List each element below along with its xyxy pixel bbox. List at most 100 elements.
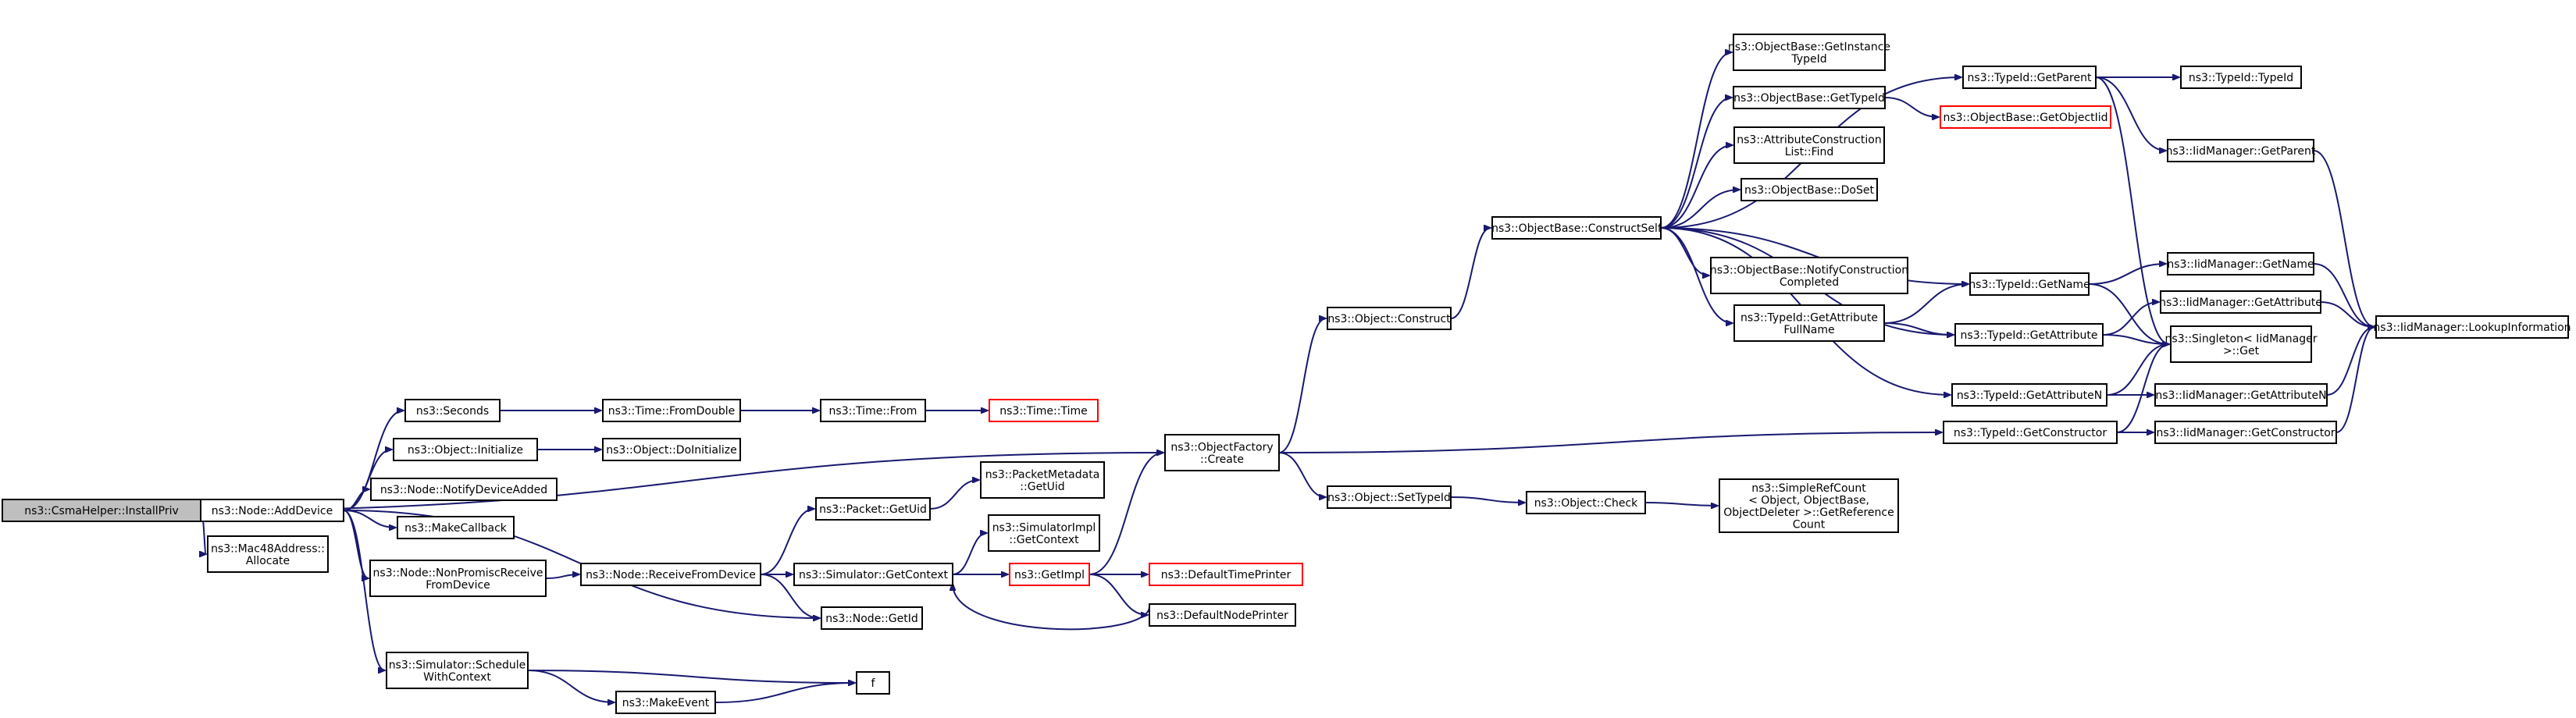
function-node-objconstruct[interactable]: ns3::Object::Construct	[1327, 307, 1452, 330]
function-node-install[interactable]: ns3::CsmaHelper::InstallPriv	[2, 499, 201, 522]
function-node-timefrom[interactable]: ns3::Time::From	[820, 399, 926, 422]
function-node-notifydev[interactable]: ns3::Node::NotifyDeviceAdded	[370, 478, 558, 501]
node-box[interactable]	[602, 438, 741, 461]
function-node-obgettypeid[interactable]: ns3::ObjectBase::GetTypeId	[1733, 86, 1886, 109]
node-box[interactable]	[1526, 491, 1646, 514]
node-box[interactable]	[2167, 252, 2314, 275]
function-node-objinit[interactable]: ns3::Object::Initialize	[393, 438, 538, 461]
node-box[interactable]	[989, 399, 1099, 422]
node-box[interactable]	[821, 606, 923, 630]
node-box[interactable]	[1969, 272, 2090, 296]
function-node-constructself[interactable]: ns3::ObjectBase::ConstructSelf	[1491, 216, 1662, 240]
node-box[interactable]	[207, 535, 329, 573]
function-node-pktuid[interactable]: ns3::Packet::GetUid	[815, 497, 931, 521]
function-node-deftime[interactable]: ns3::DefaultTimePrinter	[1149, 563, 1303, 586]
node-box[interactable]	[1491, 216, 1662, 240]
node-box[interactable]	[1009, 563, 1090, 586]
function-node-tgetattrn[interactable]: ns3::TypeId::GetAttributeN	[1951, 383, 2107, 407]
function-node-seconds[interactable]: ns3::Seconds	[404, 399, 501, 422]
node-box[interactable]	[815, 497, 931, 521]
node-box[interactable]	[2180, 66, 2302, 89]
node-box[interactable]	[2160, 290, 2321, 314]
function-node-fromdouble[interactable]: ns3::Time::FromDouble	[602, 399, 741, 422]
node-box[interactable]	[1733, 304, 1885, 342]
function-node-igetctor[interactable]: ns3::IidManager::GetConstructor	[2154, 421, 2337, 444]
node-box[interactable]	[1719, 478, 1899, 533]
function-node-tgetattr[interactable]: ns3::TypeId::GetAttribute	[1954, 323, 2104, 347]
node-box[interactable]	[404, 399, 501, 422]
node-box[interactable]	[1951, 383, 2107, 407]
function-node-simplerefcount[interactable]: ns3::SimpleRefCount< Object, ObjectBase,…	[1719, 478, 1899, 533]
node-box[interactable]	[2154, 383, 2328, 407]
node-box[interactable]	[820, 399, 926, 422]
function-node-pmuid[interactable]: ns3::PacketMetadata::GetUid	[980, 461, 1105, 499]
function-node-nodegetid[interactable]: ns3::Node::GetId	[821, 606, 923, 630]
node-box[interactable]	[1962, 66, 2097, 89]
node-box[interactable]	[1740, 178, 1878, 201]
node-box[interactable]	[200, 499, 344, 522]
function-node-defnode[interactable]: ns3::DefaultNodePrinter	[1149, 603, 1296, 627]
node-box[interactable]	[580, 563, 761, 586]
function-node-makeevent[interactable]: ns3::MakeEvent	[615, 691, 716, 714]
node-box[interactable]	[980, 461, 1105, 499]
node-box[interactable]	[602, 399, 741, 422]
function-node-igetname[interactable]: ns3::IidManager::GetName	[2167, 252, 2314, 275]
function-node-lookup[interactable]: ns3::IidManager::LookupInformation	[2373, 315, 2571, 339]
function-node-mac48[interactable]: ns3::Mac48Address::Allocate	[207, 535, 329, 573]
node-box[interactable]	[2375, 315, 2569, 339]
node-box[interactable]	[1710, 257, 1908, 294]
node-box[interactable]	[1164, 434, 1280, 471]
node-box[interactable]	[1940, 105, 2111, 129]
function-node-f[interactable]: f	[856, 671, 890, 695]
function-node-igetattrn[interactable]: ns3::IidManager::GetAttributeN	[2154, 383, 2328, 407]
function-node-ttypeid[interactable]: ns3::TypeId::TypeId	[2180, 66, 2302, 89]
node-box[interactable]	[1149, 563, 1303, 586]
function-node-tgetparent[interactable]: ns3::TypeId::GetParent	[1962, 66, 2097, 89]
node-box[interactable]	[2167, 139, 2314, 162]
node-box[interactable]	[1733, 126, 1885, 164]
function-node-doinit[interactable]: ns3::Object::DoInitialize	[602, 438, 741, 461]
node-box[interactable]	[397, 516, 515, 539]
function-node-getctx[interactable]: ns3::Simulator::GetContext	[793, 563, 953, 586]
node-box[interactable]	[2154, 421, 2337, 444]
function-node-recvfrom[interactable]: ns3::Node::ReceiveFromDevice	[580, 563, 761, 586]
node-box[interactable]	[856, 671, 890, 695]
node-box[interactable]	[793, 563, 953, 586]
node-box[interactable]	[1943, 421, 2118, 444]
node-box[interactable]	[1733, 34, 1886, 71]
node-box[interactable]	[370, 478, 558, 501]
function-node-singleton[interactable]: ns3::Singleton< IidManager >::Get	[2165, 325, 2318, 363]
node-box[interactable]	[1733, 86, 1886, 109]
function-node-tgetname[interactable]: ns3::TypeId::GetName	[1969, 272, 2090, 296]
node-box[interactable]	[1327, 307, 1452, 330]
function-node-doset[interactable]: ns3::ObjectBase::DoSet	[1740, 178, 1878, 201]
function-node-tgetctor[interactable]: ns3::TypeId::GetConstructor	[1943, 421, 2118, 444]
function-node-notifyconst[interactable]: ns3::ObjectBase::NotifyConstructionCompl…	[1710, 257, 1908, 294]
function-node-igetattr[interactable]: ns3::IidManager::GetAttribute	[2159, 290, 2322, 314]
function-node-adddevice[interactable]: ns3::Node::AddDevice	[200, 499, 344, 522]
node-box[interactable]	[393, 438, 538, 461]
function-node-objfactory[interactable]: ns3::ObjectFactory::Create	[1164, 434, 1280, 471]
node-box[interactable]	[1327, 485, 1452, 509]
function-node-getobjectiid[interactable]: ns3::ObjectBase::GetObjectIid	[1940, 105, 2111, 129]
function-node-timetime[interactable]: ns3::Time::Time	[989, 399, 1099, 422]
node-box[interactable]	[1954, 323, 2104, 347]
node-box[interactable]	[2170, 325, 2312, 363]
function-node-simimplctx[interactable]: ns3::SimulatorImpl::GetContext	[988, 514, 1100, 552]
node-box[interactable]	[988, 514, 1100, 552]
function-node-getimpl[interactable]: ns3::GetImpl	[1009, 563, 1090, 586]
node-box[interactable]	[1149, 603, 1296, 627]
node-box[interactable]	[369, 560, 547, 597]
node-box[interactable]	[2, 499, 201, 522]
node-box[interactable]	[386, 652, 529, 689]
function-node-objcheck[interactable]: ns3::Object::Check	[1526, 491, 1646, 514]
function-node-makecb[interactable]: ns3::MakeCallback	[397, 516, 515, 539]
node-box[interactable]	[615, 691, 716, 714]
function-node-igetparent[interactable]: ns3::IidManager::GetParent	[2166, 139, 2316, 162]
function-node-settypeid[interactable]: ns3::Object::SetTypeId	[1327, 485, 1452, 509]
